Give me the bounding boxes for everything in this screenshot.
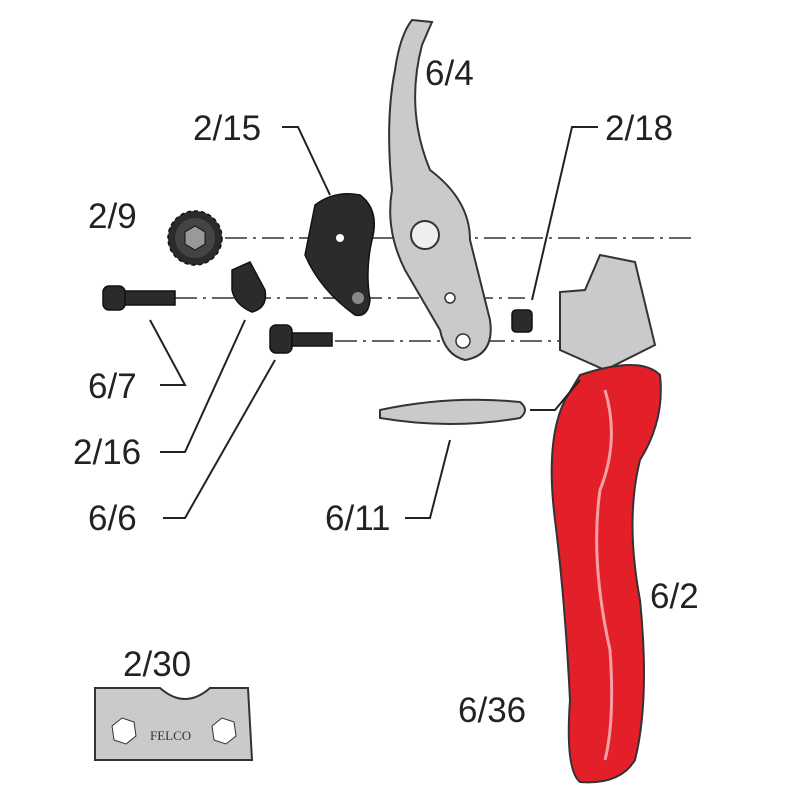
handle-part	[550, 253, 662, 784]
label-spring: 6/11	[325, 499, 391, 538]
label-small-bolt: 6/6	[88, 499, 137, 538]
label-main-bolt: 6/7	[88, 367, 137, 406]
anvil-blade-part	[304, 193, 375, 317]
leader-line	[160, 319, 246, 453]
leader-line	[282, 126, 331, 196]
wrench-part: FELCO	[94, 687, 254, 761]
adjusting-nut-part	[167, 210, 223, 266]
leader-line	[530, 379, 581, 411]
label-wrench: 2/30	[123, 645, 191, 684]
nut-bolt-part	[511, 309, 533, 333]
leader-line	[163, 359, 276, 519]
label-anvil-blade: 2/15	[193, 109, 261, 148]
label-handle-cover: 6/36	[458, 691, 526, 730]
label-nut-bolt: 2/18	[605, 109, 673, 148]
blade-part	[388, 18, 492, 362]
label-washer-key: 2/16	[73, 433, 141, 472]
spring-part	[379, 398, 526, 425]
small-bolt-part	[269, 324, 333, 354]
washer-key-part	[231, 261, 267, 313]
leader-line	[149, 319, 187, 386]
felco-logo: FELCO	[150, 728, 191, 743]
leader-line	[405, 439, 451, 519]
label-handle: 6/2	[650, 577, 699, 616]
leader-line	[531, 126, 598, 301]
label-blade: 6/4	[425, 54, 474, 93]
label-adjusting-nut: 2/9	[88, 197, 137, 236]
main-bolt-part	[102, 285, 176, 311]
